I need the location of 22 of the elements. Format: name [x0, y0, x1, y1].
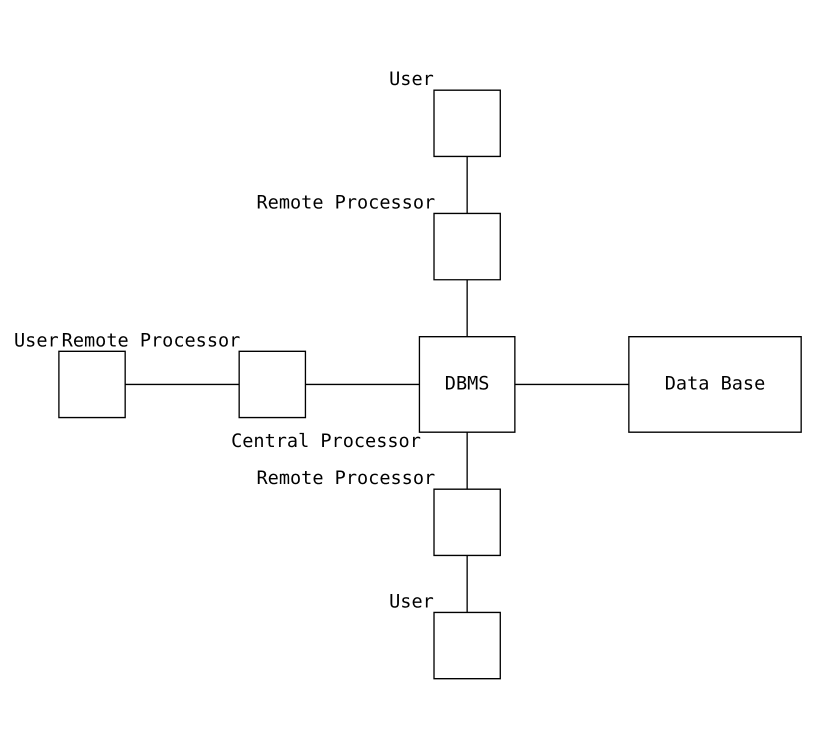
node-box: [433, 89, 501, 157]
node-box: [433, 611, 501, 679]
connector: [466, 279, 468, 336]
node-label: Remote Processor: [256, 468, 436, 489]
node-label: Central Processor: [231, 430, 421, 452]
connector: [306, 383, 420, 385]
node-box: [238, 350, 306, 418]
node-box: DBMS: [418, 336, 516, 432]
node-label: Remote Processor: [256, 192, 436, 213]
connector: [466, 156, 468, 213]
node-label: User: [389, 68, 434, 90]
connector: [466, 555, 468, 612]
node-label: User: [389, 590, 434, 612]
connector: [515, 383, 629, 385]
node-box: Data Base: [628, 336, 802, 432]
node-box: [433, 488, 501, 556]
node-label: User: [14, 330, 59, 351]
connector: [125, 383, 240, 385]
node-box: [58, 350, 126, 418]
connector: [466, 432, 468, 488]
node-box: [433, 212, 501, 280]
node-label: Remote Processor: [62, 330, 240, 351]
